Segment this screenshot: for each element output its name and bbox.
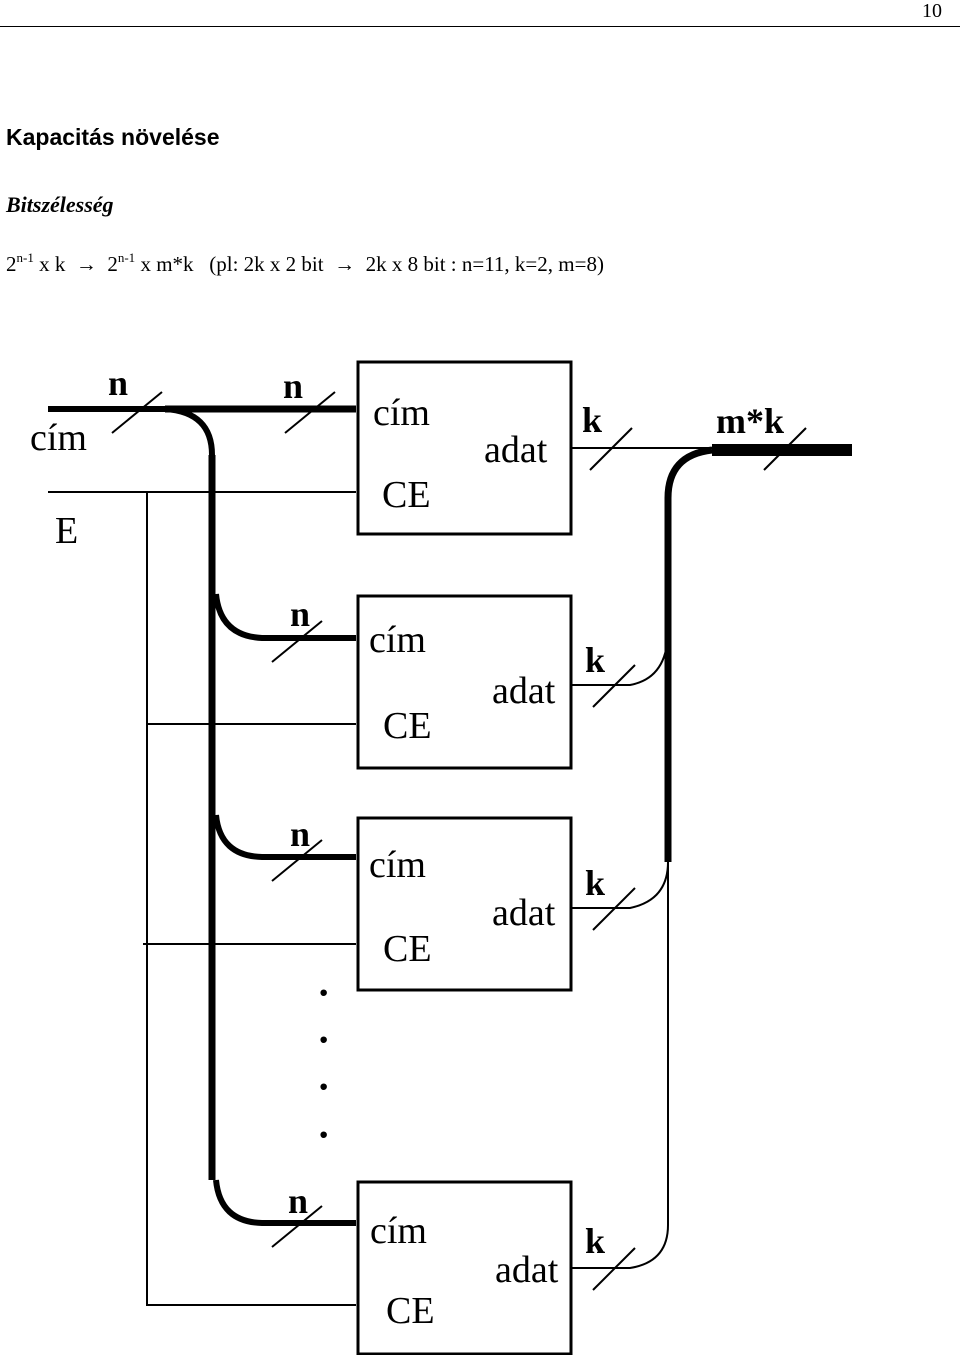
chip-2-data-label: adat	[492, 670, 556, 712]
ellipsis-dot: ·	[317, 970, 330, 1015]
chip-3-data-label: adat	[492, 892, 556, 934]
ellipsis-dot: ·	[317, 1112, 330, 1157]
chip-3-address-branch	[213, 814, 356, 860]
chip-4-enable-label: CE	[386, 1290, 435, 1332]
slash-chip-2-n	[271, 620, 323, 663]
input-enable-label: E	[55, 510, 78, 552]
slash-input-n	[111, 391, 163, 434]
chip-1-address-label: cím	[373, 392, 430, 434]
chip-1-addr-width-label: n	[283, 366, 303, 406]
formula-part-1: x k	[33, 252, 76, 276]
formula-exponent-1: n-1	[16, 250, 34, 265]
formula-part-3: 2k x 8 bit : n=11, k=2, m=8)	[355, 252, 604, 276]
formula-exponent-2: n-1	[117, 250, 136, 265]
slash-chip-4-n	[271, 1205, 323, 1248]
input-address-label: cím	[30, 417, 87, 459]
chip-2-address-branch	[213, 593, 356, 641]
chip-2-data-width-label: k	[585, 640, 605, 680]
data-bus-trunk	[664, 446, 713, 862]
ellipsis-dot: ·	[317, 1064, 330, 1109]
capacity-formula: 2n-1 x k → 2n-1 x m*k (pl: 2k x 2 bit → …	[6, 250, 604, 277]
chip-4-data-line	[571, 862, 669, 1269]
ellipsis-dot: ·	[317, 1017, 330, 1062]
page-number: 10	[922, 0, 942, 22]
chip-4-address-label: cím	[370, 1210, 427, 1252]
formula-base-1: 2	[6, 252, 17, 276]
chip-2-enable-label: CE	[383, 705, 432, 747]
chip-4-data-label: adat	[495, 1249, 559, 1291]
slash-chip-1-k	[589, 427, 633, 471]
chip-3-address-label: cím	[369, 844, 426, 886]
formula-arrow-2: →	[334, 252, 356, 276]
chip-2-data-line	[571, 629, 669, 686]
chip-1-enable-label: CE	[382, 474, 431, 516]
slash-chip-1-n	[284, 391, 336, 434]
memory-chip-3	[356, 816, 573, 992]
chip-3-enable-label: CE	[383, 928, 432, 970]
chip-3-data-width-label: k	[585, 863, 605, 903]
chip-4-addr-width-label: n	[288, 1181, 308, 1221]
chip-2-addr-width-label: n	[290, 594, 310, 634]
section-heading: Kapacitás növelése	[6, 124, 220, 150]
slash-chip-2-k	[592, 664, 636, 708]
chip-1-data-label: adat	[484, 429, 548, 471]
input-width-n-label: n	[108, 363, 128, 403]
chip-3-addr-width-label: n	[290, 814, 310, 854]
memory-chip-2	[356, 594, 573, 770]
enable-line-trunk	[146, 492, 356, 1306]
chip-4-data-width-label: k	[585, 1221, 605, 1261]
chip-2-address-label: cím	[369, 619, 426, 661]
formula-base-2: 2	[96, 252, 118, 276]
slash-chip-3-k	[592, 887, 636, 931]
formula-part-2: x m*k (pl: 2k x 2 bit	[135, 252, 335, 276]
header-rule	[0, 26, 960, 27]
formula-arrow-1: →	[75, 252, 97, 276]
subsection-heading: Bitszélesség	[6, 192, 114, 217]
slash-chip-3-n	[271, 839, 323, 882]
output-width-mk-label: m*k	[716, 401, 784, 441]
chip-4-address-branch	[213, 1179, 356, 1226]
chip-1-data-width-label: k	[582, 400, 602, 440]
slash-chip-4-k	[592, 1247, 636, 1291]
slash-output-mk	[763, 427, 807, 471]
